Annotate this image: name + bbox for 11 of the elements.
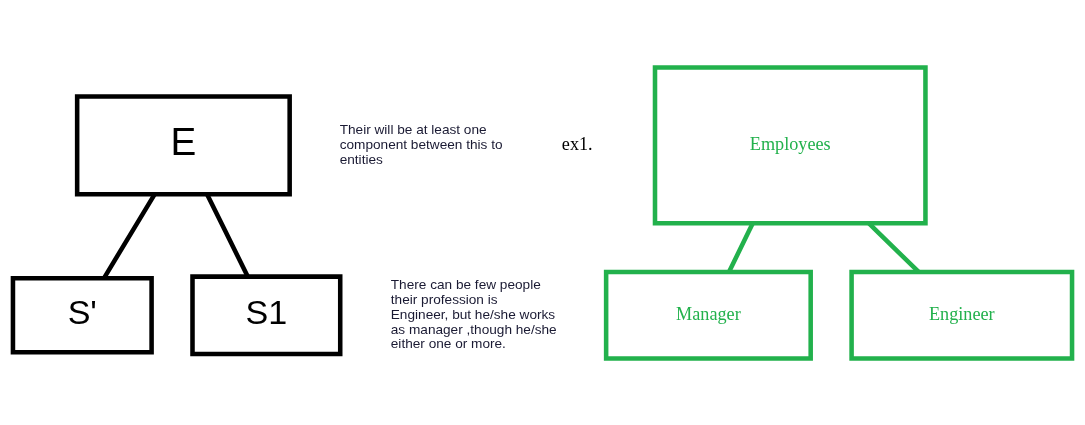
label: There can be few people their profession is Engineer, but he/she works as manager ,though he/she either one or more. (390, 276, 557, 351)
connector (726, 221, 755, 273)
node-box: Employees (652, 64, 928, 225)
connector (205, 193, 250, 277)
node-box: Engineer (849, 269, 1075, 361)
node-box: Manager (603, 269, 813, 361)
label: Their will be at least one component between this to entities (339, 121, 503, 167)
label: ex1. (561, 133, 593, 154)
node-box: S1 (190, 273, 343, 356)
node-box: S' (10, 275, 154, 354)
node-box: E (74, 93, 292, 197)
